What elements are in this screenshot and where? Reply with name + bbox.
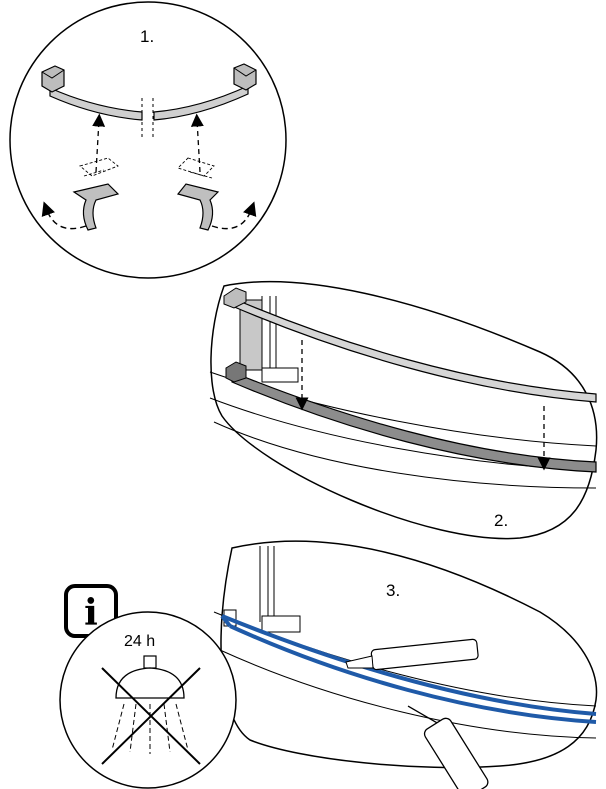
- step-1-label: 1.: [140, 27, 154, 46]
- sealant-bead-inner: [229, 624, 597, 724]
- lower-rail: [225, 361, 597, 473]
- step-3-panel: 3.: [213, 540, 598, 789]
- right-clip: [176, 183, 220, 231]
- left-rail: [41, 65, 143, 121]
- sealant-gun: [407, 705, 489, 789]
- sealant-bead-outer: [221, 614, 597, 716]
- no-shower-icon: [101, 655, 201, 765]
- step-1-detail-circle: [9, 1, 287, 279]
- upper-rail: [223, 287, 597, 403]
- info-letter: i: [84, 592, 98, 634]
- step-1-panel: 1.: [9, 1, 287, 279]
- sealant-tube: [345, 638, 479, 671]
- step-2-frame: [210, 281, 598, 540]
- right-rotate-arrow: [211, 201, 257, 230]
- right-rail: [153, 63, 257, 121]
- step-3-label: 3.: [386, 581, 400, 600]
- step-2-panel: 2.: [209, 281, 598, 540]
- duration-label: 24 h: [124, 633, 155, 650]
- left-rotate-arrow: [41, 201, 87, 230]
- no-shower-notice: 24 h: [59, 611, 237, 789]
- notice-circle: [59, 611, 237, 789]
- step-2-label: 2.: [494, 511, 508, 530]
- left-clip: [72, 183, 120, 231]
